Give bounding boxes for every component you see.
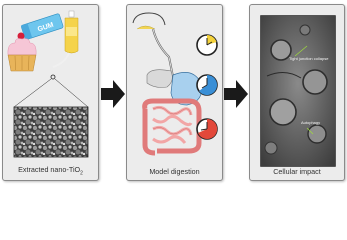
panel-digestion: Model digestion: [126, 4, 223, 181]
panel-digestion-label: Model digestion: [149, 167, 200, 176]
panel-extracted-label: Extracted nano-TiO2: [18, 164, 83, 176]
tem-micrograph: Tight junction collapse Autophagy: [260, 15, 336, 167]
panel-extracted: GUM: [2, 4, 99, 181]
gum-pack-icon: GUM: [20, 13, 64, 40]
panel-impact: Tight junction collapse Autophagy Cellul…: [249, 4, 345, 181]
magnifier-icon: [13, 74, 89, 108]
right-arrow-icon: [101, 80, 125, 108]
food-products-illustration: GUM: [7, 10, 89, 158]
clock-icon: [196, 74, 218, 96]
cupcake-icon: [7, 32, 37, 72]
gum-label: GUM: [37, 22, 55, 34]
digestive-tract-icon: [132, 12, 203, 156]
annotation-autophagy: Autophagy: [301, 120, 321, 125]
annotation-tight-junction: Tight junction collapse: [289, 56, 329, 61]
intestine-shape: [152, 105, 193, 144]
panel-impact-label: Cellular impact: [273, 167, 321, 176]
sem-micrograph: [13, 106, 89, 158]
clock-icon: [196, 34, 218, 56]
clock-icon: [196, 118, 218, 140]
right-arrow-icon: [224, 80, 248, 108]
sauce-bottle-icon: [52, 10, 79, 68]
